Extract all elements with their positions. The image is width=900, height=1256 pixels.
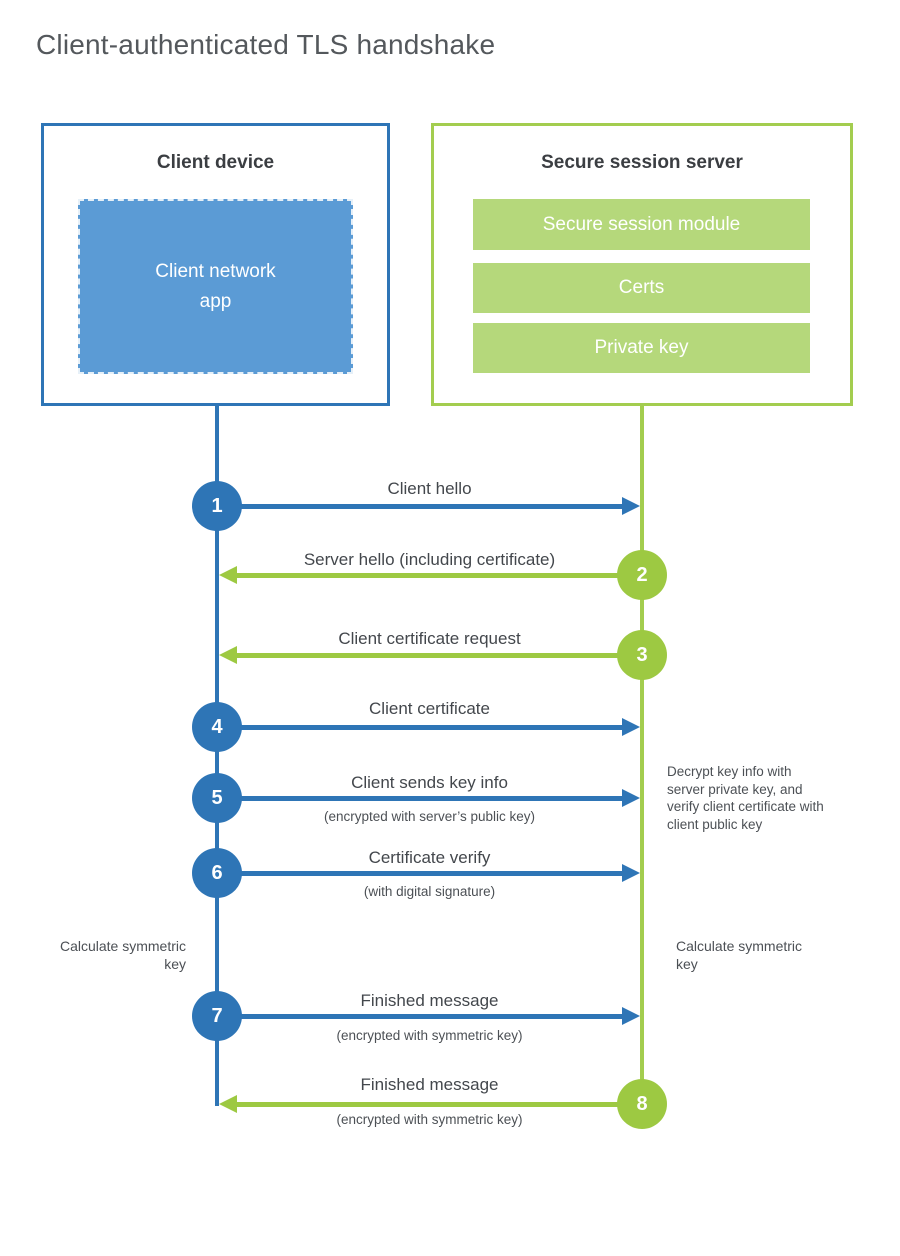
step-badge-8: 8 — [617, 1079, 667, 1129]
client-calculate-key-note: Calculate symmetric key — [59, 938, 186, 972]
page-title: Client-authenticated TLS handshake — [36, 29, 496, 60]
message-label-5: Client sends key info — [351, 773, 508, 792]
arrow-shaft — [219, 504, 627, 509]
message-arrow-1 — [219, 497, 640, 515]
arrow-shaft — [219, 871, 627, 876]
client-network-app-box: Client network app — [78, 199, 353, 374]
message-sublabel-5: (encrypted with server’s public key) — [323, 809, 536, 824]
message-label-6: Certificate verify — [368, 848, 491, 867]
arrow-left-head-icon — [219, 1095, 237, 1113]
message-arrow-2 — [219, 566, 640, 584]
step-badge-4: 4 — [192, 702, 242, 752]
message-label-7: Finished message — [360, 991, 499, 1010]
arrow-right-head-icon — [622, 864, 640, 882]
client-network-app-label: Client network app — [155, 261, 276, 312]
message-label-2: Server hello (including certificate) — [303, 550, 556, 569]
arrow-shaft — [219, 1014, 627, 1019]
arrow-right-head-icon — [622, 718, 640, 736]
step-badge-3: 3 — [617, 630, 667, 680]
message-arrow-3 — [219, 646, 640, 664]
arrow-shaft — [219, 725, 627, 730]
step-badge-6: 6 — [192, 848, 242, 898]
client-device-box: Client device Client network app — [41, 123, 390, 406]
server-decrypt-note: Decrypt key info with server private key… — [667, 764, 824, 832]
arrow-right-head-icon — [622, 497, 640, 515]
message-arrow-7 — [219, 1007, 640, 1025]
message-arrow-8 — [219, 1095, 640, 1113]
step-badge-5: 5 — [192, 773, 242, 823]
step-badge-1: 1 — [192, 481, 242, 531]
client-lifeline — [215, 404, 219, 1106]
server-module-secure-session: Secure session module — [473, 199, 810, 250]
arrow-left-head-icon — [219, 566, 237, 584]
arrow-shaft — [232, 1102, 640, 1107]
message-sublabel-8: (encrypted with symmetric key) — [336, 1112, 523, 1127]
server-module-private-key: Private key — [473, 323, 810, 373]
message-label-1: Client hello — [387, 479, 472, 498]
arrow-right-head-icon — [622, 789, 640, 807]
arrow-shaft — [232, 573, 640, 578]
message-arrow-4 — [219, 718, 640, 736]
message-label-8: Finished message — [360, 1075, 499, 1094]
message-sublabel-7: (encrypted with symmetric key) — [336, 1028, 523, 1043]
server-calculate-key-note: Calculate symmetric key — [676, 938, 803, 972]
step-badge-2: 2 — [617, 550, 667, 600]
message-label-3: Client certificate request — [338, 629, 521, 648]
client-device-heading: Client device — [156, 152, 275, 173]
secure-session-server-heading: Secure session server — [541, 152, 743, 173]
secure-session-server-box: Secure session server Secure session mod… — [431, 123, 853, 406]
message-sublabel-6: (with digital signature) — [363, 884, 496, 899]
server-module-certs: Certs — [473, 263, 810, 313]
message-arrow-5 — [219, 789, 640, 807]
server-lifeline — [640, 404, 644, 1106]
step-badge-7: 7 — [192, 991, 242, 1041]
arrow-right-head-icon — [622, 1007, 640, 1025]
message-label-4: Client certificate — [369, 699, 490, 718]
arrow-shaft — [219, 796, 627, 801]
message-arrow-6 — [219, 864, 640, 882]
arrow-left-head-icon — [219, 646, 237, 664]
arrow-shaft — [232, 653, 640, 658]
